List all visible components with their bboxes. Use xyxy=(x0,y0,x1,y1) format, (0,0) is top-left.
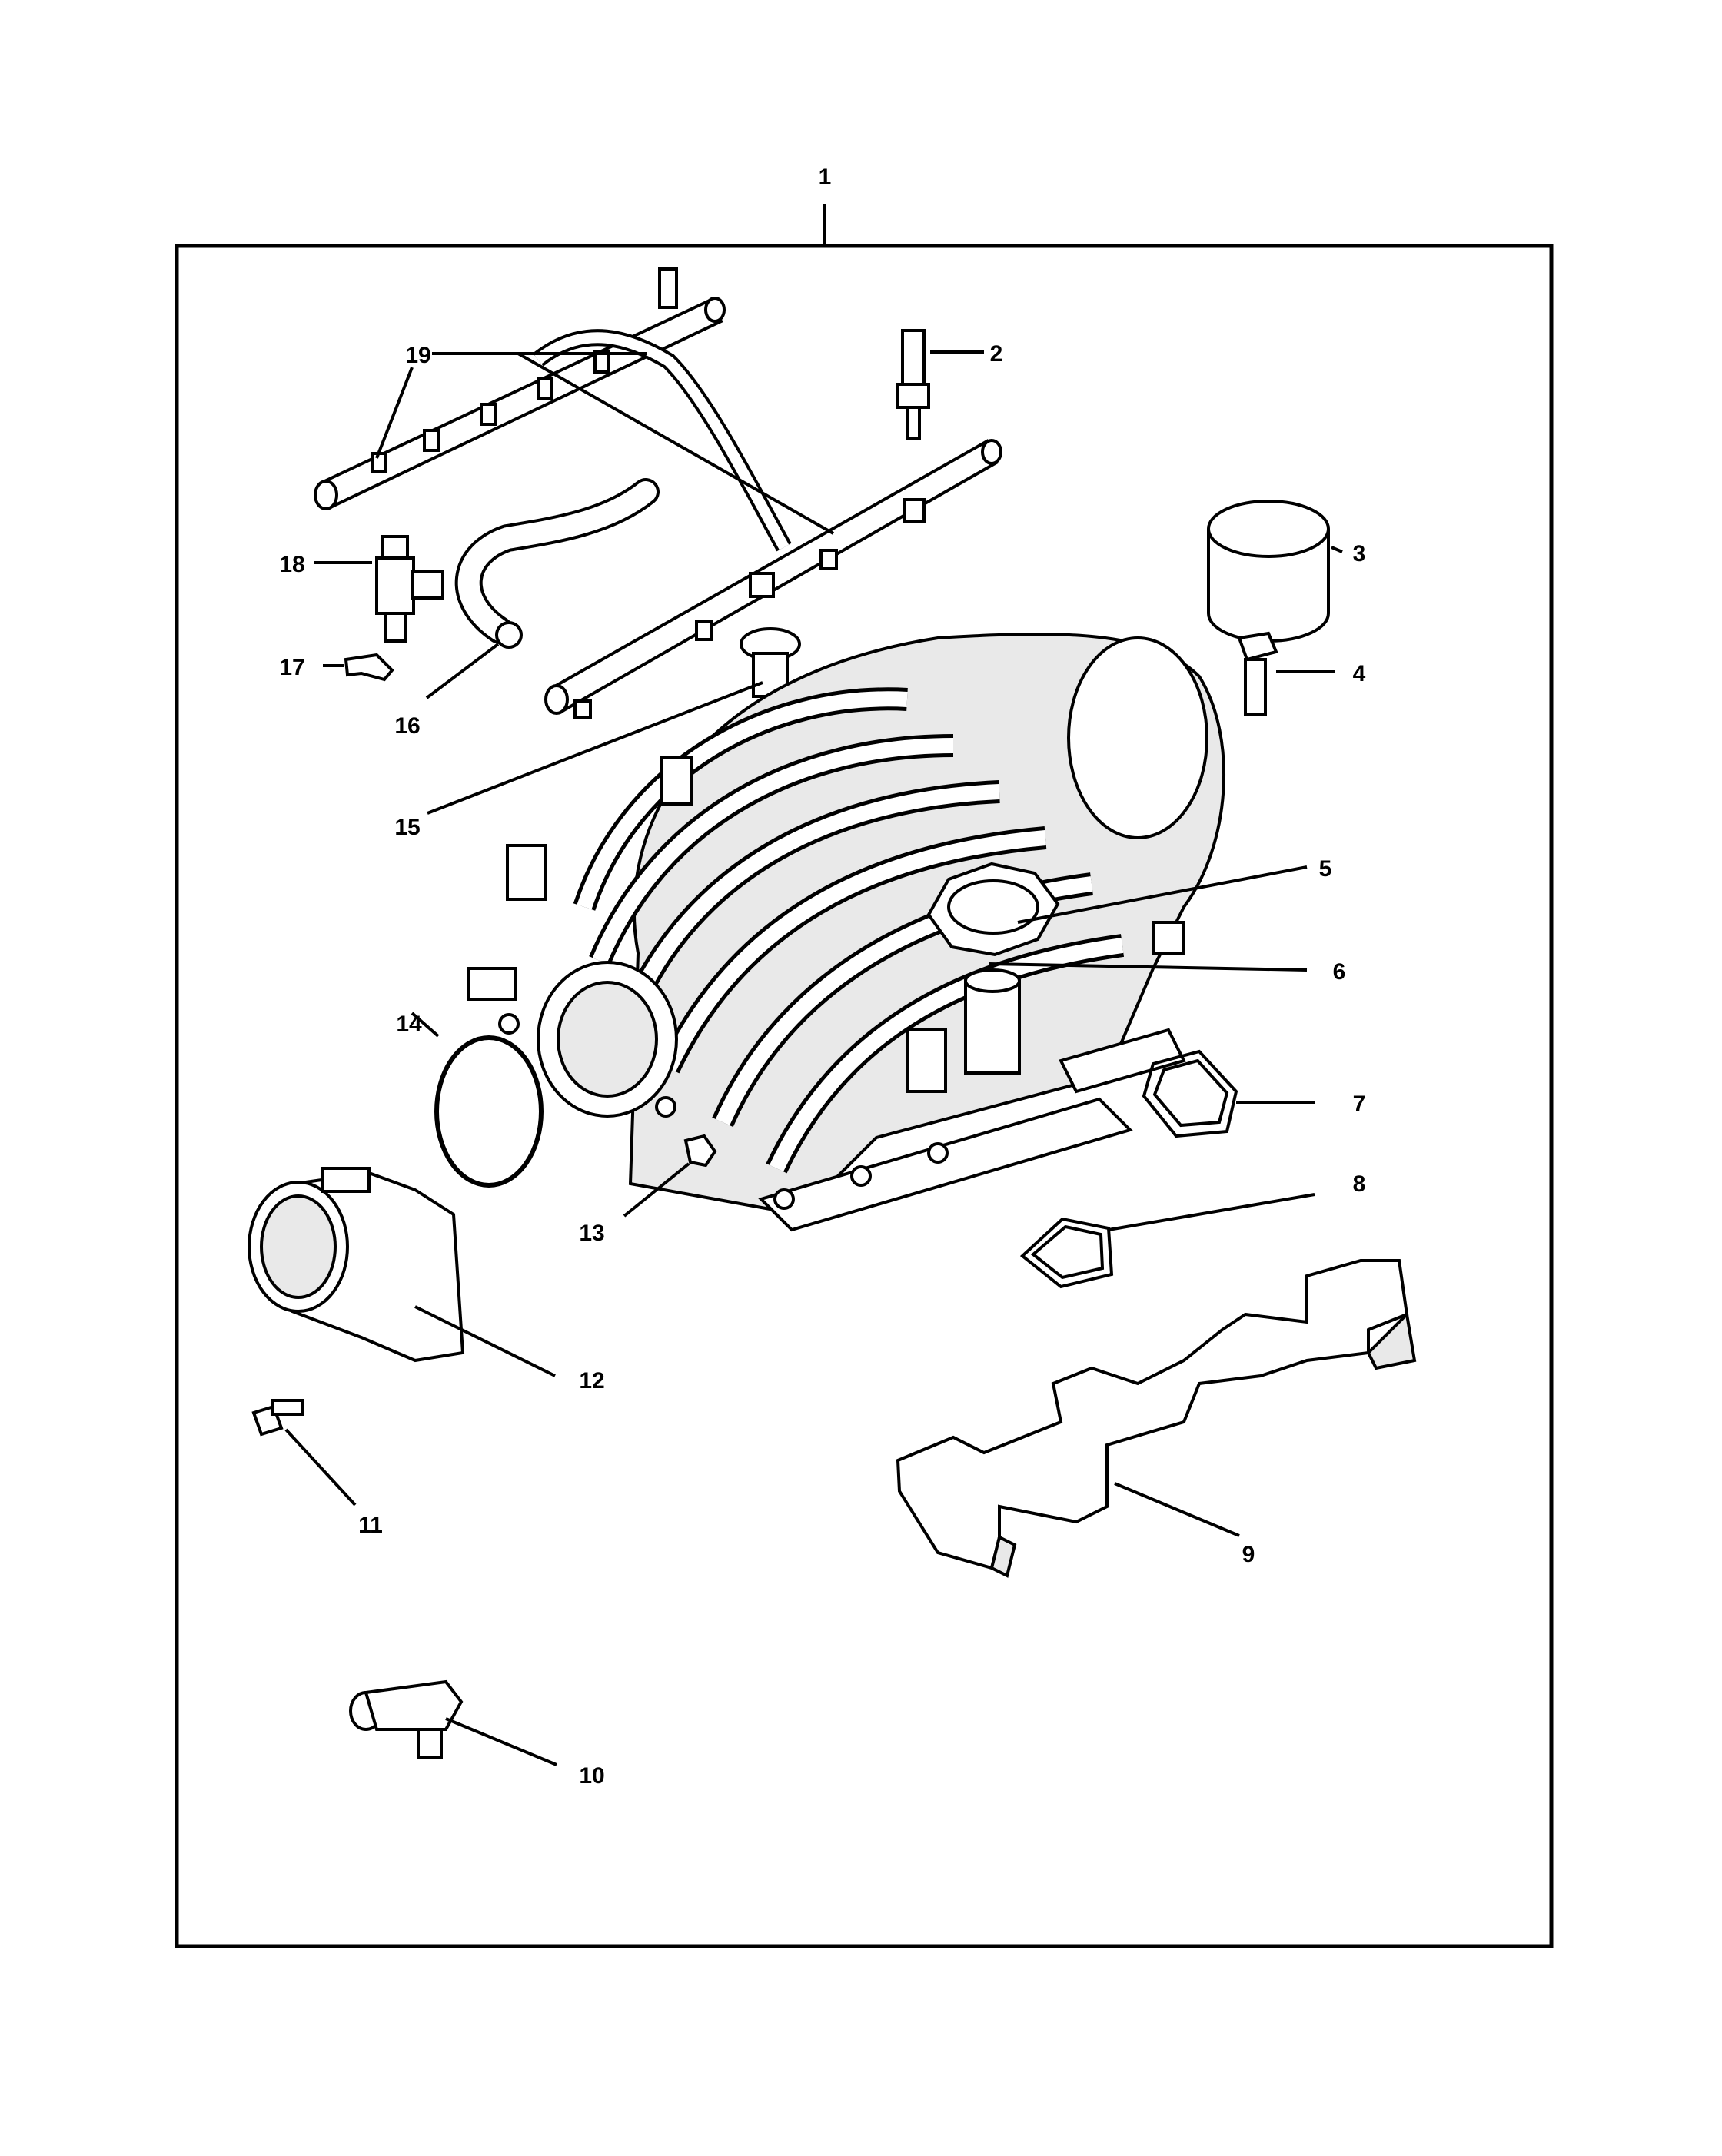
callout-15: 15 xyxy=(394,815,420,840)
cap-part-3 xyxy=(1207,500,1330,643)
gasket-part-7 xyxy=(1142,1049,1238,1138)
sensor-part-10 xyxy=(349,1679,464,1759)
clip-part-13 xyxy=(683,1134,717,1168)
callout-1: 1 xyxy=(819,164,832,190)
injector-part-18 xyxy=(375,535,444,643)
callout-12: 12 xyxy=(579,1368,604,1394)
assembly-frame xyxy=(175,244,1554,1948)
callout-3: 3 xyxy=(1353,541,1366,566)
sensor-part-2 xyxy=(896,329,930,440)
throttle-body-part-12 xyxy=(248,1167,465,1363)
clip-part-17 xyxy=(344,653,394,682)
callout-8: 8 xyxy=(1353,1171,1366,1197)
gasket-part-8 xyxy=(1019,1217,1114,1289)
callout-4: 4 xyxy=(1353,661,1366,686)
fuel-rail-right xyxy=(544,439,1002,719)
block-off-part-9 xyxy=(896,1259,1417,1578)
callout-19: 19 xyxy=(405,343,430,368)
bolt-part-4 xyxy=(1237,631,1278,716)
callout-13: 13 xyxy=(579,1221,604,1246)
callout-18: 18 xyxy=(279,552,304,577)
gasket-part-14 xyxy=(434,1035,544,1188)
callouts: 1 2 3 4 5 6 7 8 9 10 11 12 13 14 15 16 1… xyxy=(279,164,1365,1789)
callout-5: 5 xyxy=(1319,856,1332,882)
callout-14: 14 xyxy=(396,1012,422,1037)
oil-filler-cap xyxy=(926,862,1060,957)
leader-lines xyxy=(284,350,1343,1766)
callout-2: 2 xyxy=(990,341,1003,367)
fuel-rail-left xyxy=(314,267,726,510)
callout-7: 7 xyxy=(1353,1091,1366,1117)
intake-manifold xyxy=(467,633,1225,1232)
callout-6: 6 xyxy=(1333,959,1346,985)
callout-17: 17 xyxy=(279,655,304,680)
bolt-part-11 xyxy=(251,1399,304,1437)
callout-16: 16 xyxy=(394,713,420,739)
callout-10: 10 xyxy=(579,1763,604,1789)
callout-11: 11 xyxy=(358,1513,383,1538)
callout-9: 9 xyxy=(1242,1542,1255,1567)
